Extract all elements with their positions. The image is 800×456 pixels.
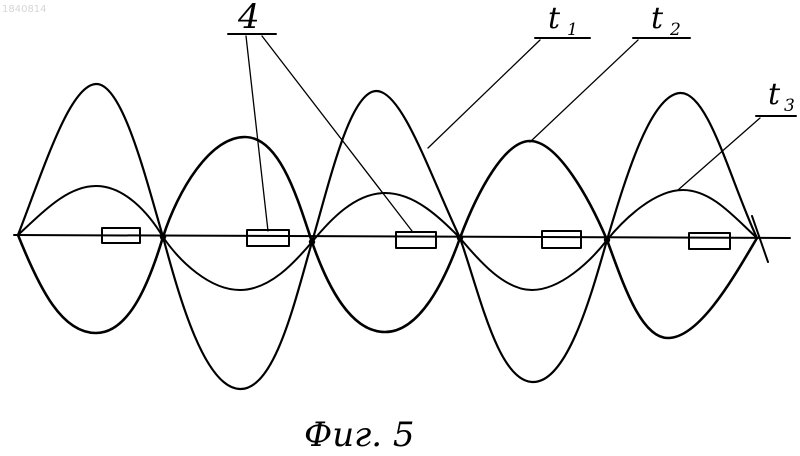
label-t2-leader	[530, 40, 638, 142]
figure-caption: Фиг. 5	[304, 415, 415, 455]
axis-line	[14, 235, 790, 238]
element-rect-2	[247, 230, 289, 246]
node-point-3	[457, 235, 463, 241]
label-t2-main: t	[651, 1, 664, 36]
element-rect-4	[542, 231, 581, 248]
reference-label-4: 4	[237, 0, 260, 37]
label-t1-main: t	[548, 1, 561, 36]
element-rect-5	[689, 233, 730, 249]
reference-4-leader-left	[246, 36, 268, 231]
node-point-4	[604, 237, 610, 243]
reference-4-leader-right	[262, 36, 412, 231]
label-t3-main: t	[768, 77, 781, 112]
node-point-2	[309, 239, 315, 245]
label-t1: t 1	[428, 1, 590, 148]
label-t1-leader	[428, 40, 540, 148]
label-t3-sub: 3	[784, 96, 795, 116]
label-t3-leader	[678, 118, 760, 190]
label-t3: t 3	[678, 77, 796, 190]
watermark-text: 1840814	[2, 4, 47, 15]
axis-elements	[102, 228, 730, 249]
node-point-1	[160, 234, 166, 240]
axis-end-tick	[752, 216, 768, 262]
element-rect-3	[396, 232, 436, 248]
